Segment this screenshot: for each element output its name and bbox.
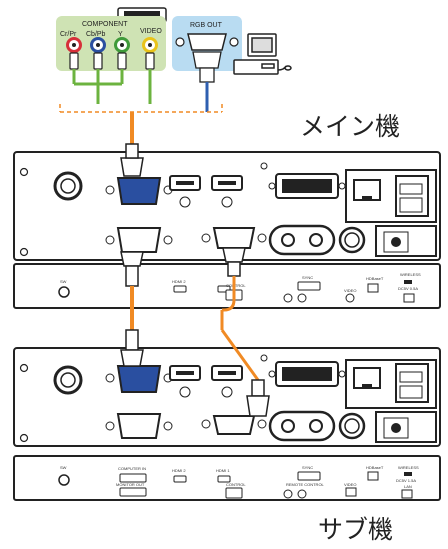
jack-label-y: Y bbox=[118, 31, 123, 38]
rgb-out-title: RGB OUT bbox=[190, 22, 223, 29]
svg-text:COMPUTER IN: COMPUTER IN bbox=[118, 466, 146, 471]
dashed-bracket bbox=[59, 104, 223, 113]
component-box bbox=[56, 16, 166, 71]
vga-plug-icon bbox=[192, 51, 222, 69]
main-unit-top-panel bbox=[13, 151, 441, 261]
svg-text:CONTROL: CONTROL bbox=[226, 482, 246, 487]
svg-text:SYNC: SYNC bbox=[302, 465, 313, 470]
svg-text:SW: SW bbox=[60, 465, 67, 470]
rca-plugs bbox=[69, 52, 155, 70]
svg-text:HDMI 2: HDMI 2 bbox=[172, 279, 186, 284]
computer-icon bbox=[233, 33, 292, 75]
video-label: VIDEO bbox=[140, 28, 162, 35]
svg-text:HDMI 1: HDMI 1 bbox=[216, 468, 230, 473]
cable-connectors bbox=[120, 143, 270, 417]
svg-text:MONITOR OUT: MONITOR OUT bbox=[116, 482, 145, 487]
svg-text:CONTROL: CONTROL bbox=[226, 283, 246, 288]
main-unit-label-strip: SW HDMI 2 CONTROL SYNC VIDEO HDBaseT WIR… bbox=[13, 263, 441, 309]
main-unit-label: メイン機 bbox=[300, 112, 400, 141]
jack-label-cr: Cr/Pr bbox=[60, 31, 77, 38]
component-title: COMPONENT bbox=[82, 21, 128, 28]
sub-unit-label: サブ機 bbox=[318, 515, 393, 544]
svg-text:VIDEO: VIDEO bbox=[344, 288, 356, 293]
vga-port-icon bbox=[175, 33, 239, 51]
svg-text:HDMI 2: HDMI 2 bbox=[172, 468, 186, 473]
svg-text:WIRELESS: WIRELESS bbox=[398, 465, 419, 470]
jack-label-cb: Cb/Pb bbox=[86, 31, 106, 38]
svg-text:DC5V 0.5A: DC5V 0.5A bbox=[398, 286, 418, 291]
component-cable bbox=[72, 69, 152, 104]
svg-text:HDBaseT: HDBaseT bbox=[366, 276, 384, 281]
svg-text:VIDEO: VIDEO bbox=[344, 482, 356, 487]
svg-text:SW: SW bbox=[60, 279, 67, 284]
sub-unit-top-panel bbox=[13, 347, 441, 447]
svg-text:HDBaseT: HDBaseT bbox=[366, 465, 384, 470]
svg-text:DC5V 1.5A: DC5V 1.5A bbox=[396, 478, 416, 483]
rca-jacks bbox=[66, 37, 158, 53]
svg-text:LAN: LAN bbox=[404, 484, 412, 489]
svg-text:WIRELESS: WIRELESS bbox=[400, 272, 421, 277]
sub-unit-label-strip: SW COMPUTER IN MONITOR OUT HDMI 2 HDMI 1… bbox=[13, 455, 441, 501]
svg-text:SYNC: SYNC bbox=[302, 275, 313, 280]
svg-text:REMOTE CONTROL: REMOTE CONTROL bbox=[286, 482, 325, 487]
